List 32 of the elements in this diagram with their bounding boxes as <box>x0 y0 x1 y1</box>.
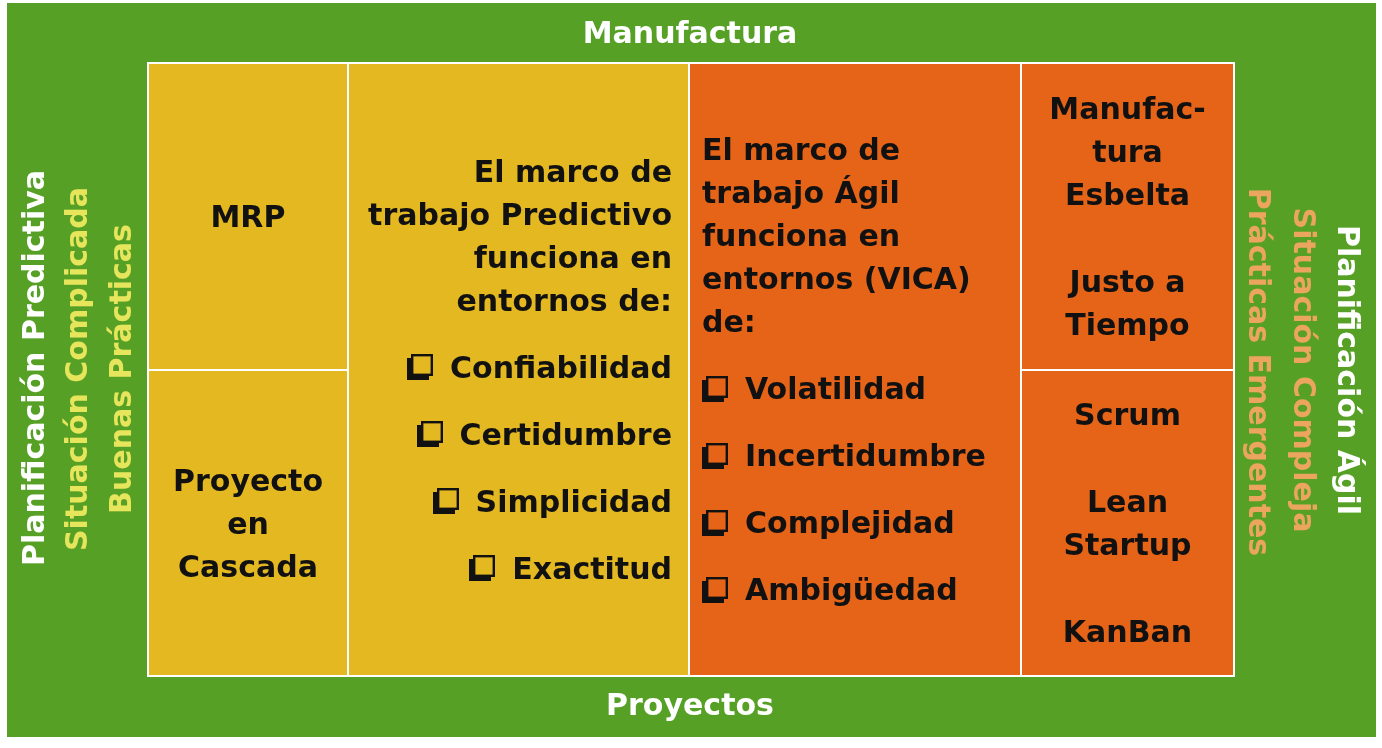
cell-label: Proyecto en Cascada <box>172 461 324 586</box>
side-label: Buenas Prácticas <box>103 224 139 514</box>
side-label: Situación Compleja <box>1286 207 1322 533</box>
list-item-text: Simplicidad <box>475 482 672 521</box>
category-panel <box>347 62 690 677</box>
category-panel <box>688 62 1022 677</box>
axis-label: Manufactura <box>582 15 798 51</box>
panel-heading: El marco de trabajo Ágil funciona en entornos (VICA) de: <box>702 131 972 341</box>
side-label: Planificación Predictiva <box>16 170 52 566</box>
category-panel <box>147 369 349 677</box>
panel-heading: El marco de trabajo Predictivo funciona en entornos de: <box>367 152 672 320</box>
side-label: Prácticas Emergentes <box>1241 187 1277 557</box>
list-item-text: Exactitud <box>512 549 672 588</box>
cell-label: MRP <box>210 198 286 236</box>
category-panel <box>147 62 349 371</box>
axis-label: Proyectos <box>606 687 774 723</box>
list-item-text: Certidumbre <box>459 415 672 454</box>
cell-label: KanBan <box>1062 613 1193 651</box>
side-label: Situación Complicada <box>59 187 95 551</box>
list-item-text: Confiabilidad <box>450 348 672 387</box>
list-item-text: Complejidad <box>745 504 955 542</box>
list-item-text: Incertidumbre <box>745 437 986 475</box>
cell-label: Scrum <box>1074 396 1181 434</box>
list-item-text: Ambigüedad <box>745 571 958 609</box>
background-panel <box>7 3 1376 737</box>
side-label: Planificación Ágil <box>1330 224 1366 516</box>
category-panel <box>1020 369 1235 677</box>
category-panel <box>1020 62 1235 371</box>
cell-label: Manufac-tura Esbelta <box>1048 90 1207 214</box>
cell-label: Justo a Tiempo <box>1064 263 1191 344</box>
list-item-text: Volatilidad <box>745 370 927 408</box>
cell-label: Lean Startup <box>1062 483 1193 564</box>
